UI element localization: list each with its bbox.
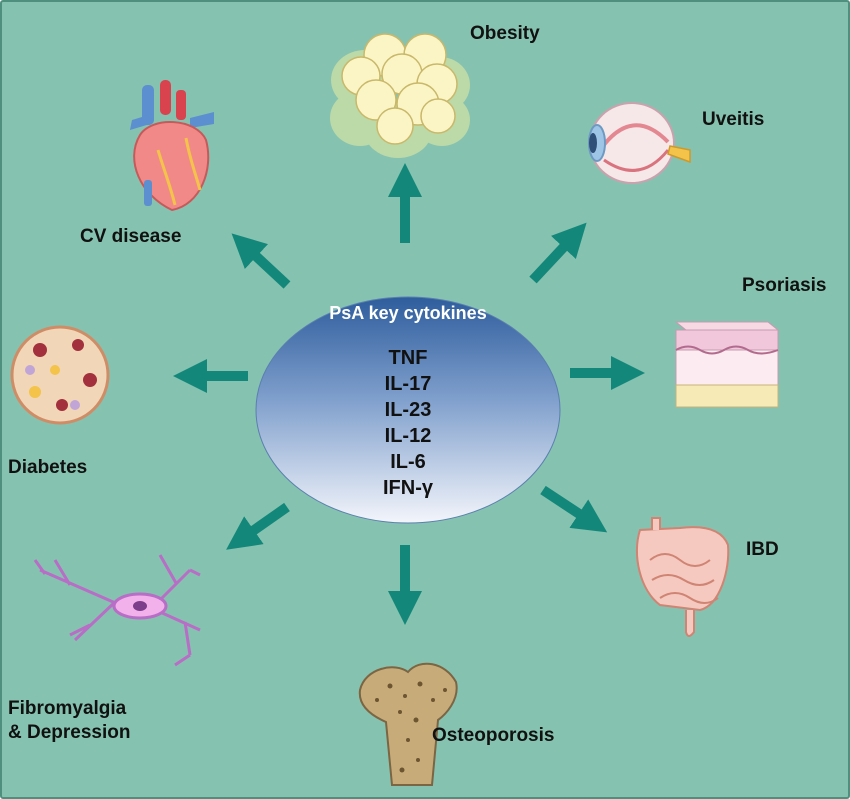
arrow-fibromyalgia	[226, 502, 290, 550]
center-circle	[255, 296, 561, 524]
arrow-ibd	[540, 485, 608, 533]
label-diabetes: Diabetes	[8, 457, 88, 478]
label-cv-disease: CV disease	[80, 226, 182, 247]
label-ibd: IBD	[746, 539, 779, 560]
neuron-icon	[33, 554, 201, 667]
label-fibromyalgia-line1: Fibromyalgia	[8, 698, 127, 719]
cytokine-ifn-gamma: IFN-γ	[383, 477, 433, 499]
center-title: PsA key cytokines	[329, 303, 487, 323]
cytokine-tnf: TNF	[388, 347, 428, 369]
pancreatic-islet-icon	[10, 325, 110, 425]
cytokine-il12: IL-12	[384, 425, 432, 447]
intestines-icon	[636, 517, 730, 637]
heart-icon	[130, 80, 214, 212]
arrow-uveitis	[529, 222, 587, 284]
arrows	[172, 162, 646, 626]
eye-icon	[588, 102, 691, 184]
cytokine-il23: IL-23	[384, 399, 432, 421]
cytokine-il6: IL-6	[390, 451, 426, 473]
label-fibromyalgia-line2: & Depression	[8, 722, 131, 743]
skin-layers-icon	[674, 321, 780, 408]
arrow-cv-disease	[231, 233, 291, 289]
label-obesity: Obesity	[470, 23, 540, 44]
cytokine-il17: IL-17	[384, 373, 432, 395]
label-psoriasis: Psoriasis	[742, 275, 827, 296]
fat-cells-icon	[330, 33, 470, 158]
femur-icon	[358, 662, 458, 786]
label-uveitis: Uveitis	[702, 109, 765, 130]
label-osteoporosis: Osteoporosis	[432, 725, 555, 746]
